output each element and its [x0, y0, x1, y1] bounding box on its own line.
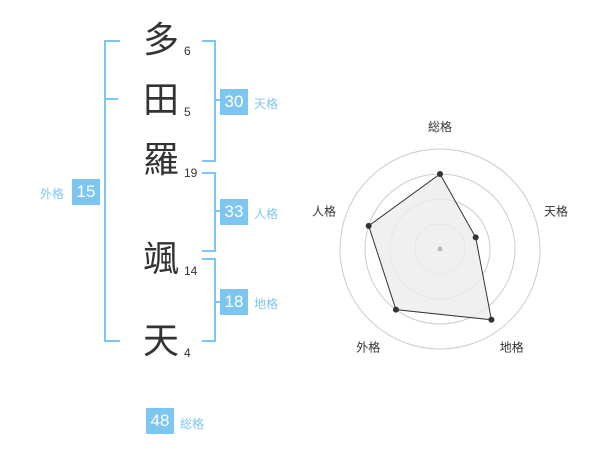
radar-point-2 [472, 234, 479, 241]
chikaku-label: 地格 [254, 297, 279, 311]
stroke-count-1: 6 [184, 44, 191, 58]
radar-center-point [437, 246, 443, 252]
jinkaku-tick [216, 210, 222, 212]
soukaku-label: 総格 [180, 417, 205, 431]
radar-axis-label-2: 天格 [544, 203, 568, 218]
radar-axis-label-5: 人格 [312, 203, 336, 218]
name-char-4: 颯 [143, 239, 180, 280]
gaikaku-bracket [104, 40, 120, 342]
stroke-count-3: 19 [184, 166, 198, 180]
chikaku-bracket [202, 258, 216, 342]
tenkaku-label: 天格 [254, 97, 279, 111]
radar-axis-label-1: 総格 [428, 119, 452, 134]
tenkaku-bracket [202, 40, 216, 162]
radar-series-area [368, 173, 493, 321]
tenkaku-value: 30 [220, 89, 248, 115]
soukaku-value: 48 [146, 408, 174, 434]
tenkaku-tick [216, 99, 222, 101]
gaikaku-divider [104, 98, 118, 100]
radar-axis-label-3: 地格 [500, 340, 524, 355]
radar-axis-label-4: 外格 [356, 340, 380, 355]
name-char-2: 田 [143, 80, 180, 121]
gaikaku-value: 15 [72, 179, 100, 205]
gaikaku-label: 外格 [40, 187, 65, 201]
radar-point-1 [437, 171, 443, 177]
name-char-1: 多 [143, 20, 180, 61]
stroke-count-4: 14 [184, 264, 198, 278]
chikaku-value: 18 [220, 289, 248, 315]
radar-point-5 [365, 222, 372, 229]
stroke-count-5: 4 [184, 346, 191, 360]
radar-point-4 [392, 306, 399, 313]
radar-point-3 [488, 316, 495, 323]
name-char-3: 羅 [143, 140, 180, 181]
jinkaku-bracket [202, 172, 216, 252]
chikaku-tick [216, 301, 222, 303]
name-char-5: 天 [143, 321, 180, 362]
jinkaku-value: 33 [220, 199, 248, 225]
radar-ring-4 [339, 148, 541, 350]
jinkaku-label: 人格 [254, 207, 279, 221]
stroke-count-2: 5 [184, 105, 191, 119]
